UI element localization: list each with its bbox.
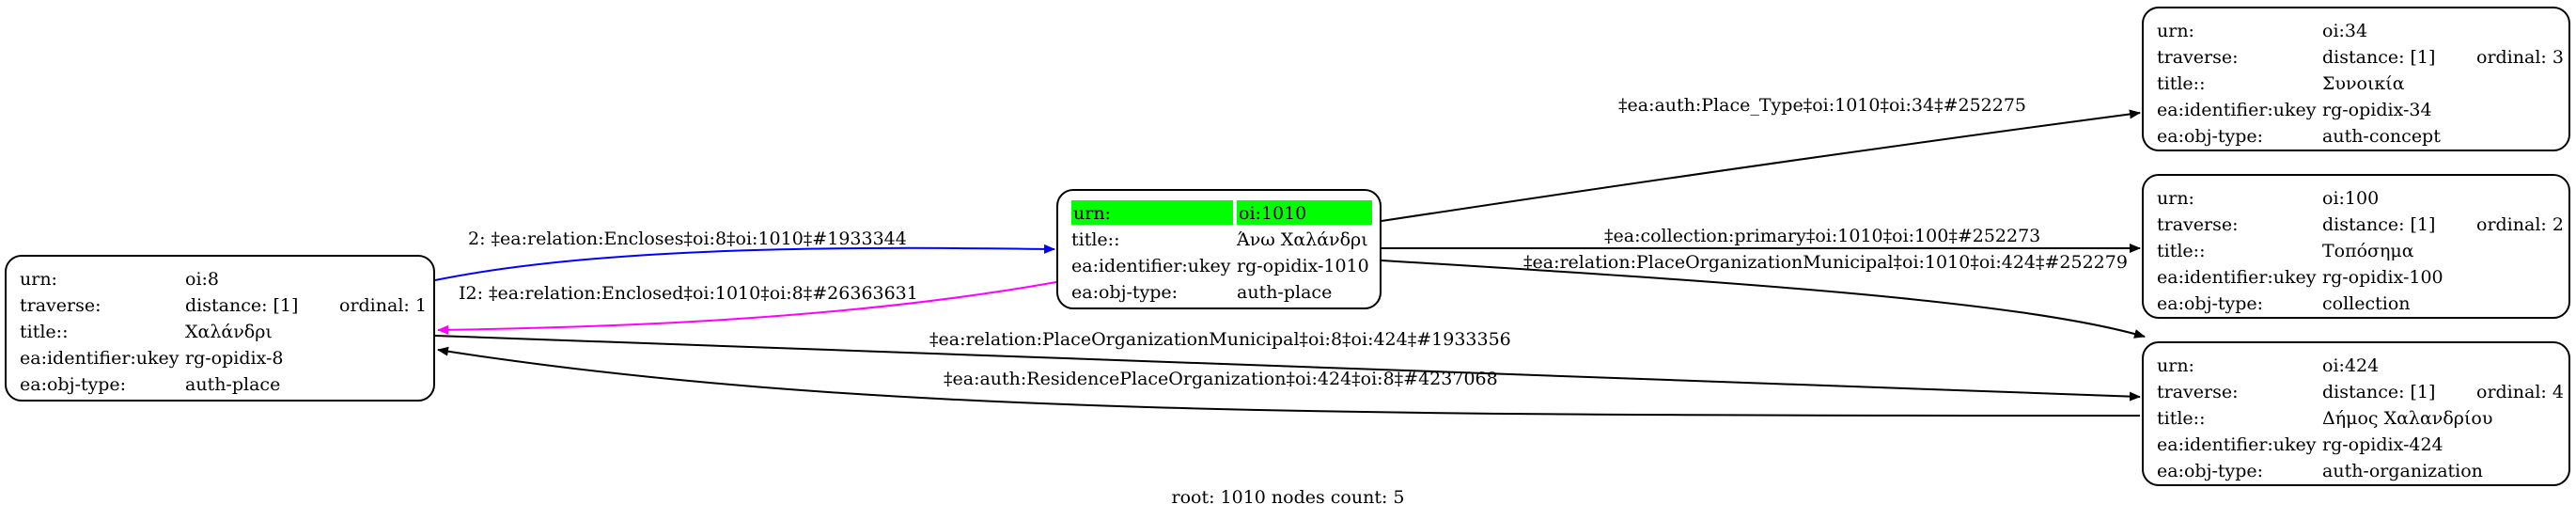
row-key: ea:identifier:ukey	[2157, 100, 2317, 120]
row-extra: ordinal: 4	[2476, 382, 2564, 402]
node-row-traverse: traverse: distance: [1] ordinal: 2	[2157, 212, 2564, 238]
node-row-urn: urn: oi:34	[2157, 18, 2557, 44]
node-row-obj-type: ea:obj-type: auth-organization	[2157, 458, 2557, 484]
row-key: urn:	[2157, 188, 2194, 209]
row-key: traverse:	[2157, 382, 2239, 402]
row-value: distance: [1]	[185, 295, 299, 316]
row-key: traverse:	[20, 295, 101, 316]
row-key: ea:identifier:ukey	[1071, 256, 1231, 276]
row-value: auth-organization	[2322, 461, 2483, 481]
row-key: title::	[2157, 73, 2206, 94]
row-value: Τοπόσημα	[2322, 241, 2414, 261]
edge-enclosed	[437, 281, 1057, 335]
edge-residence	[437, 346, 2141, 417]
row-key: urn:	[2157, 21, 2194, 41]
row-key: ea:obj-type:	[2157, 293, 2264, 314]
node-row-ukey: ea:identifier:ukey rg-opidix-1010	[1071, 253, 1369, 279]
row-key: ea:obj-type:	[20, 374, 127, 395]
row-value: distance: [1]	[2322, 382, 2436, 402]
row-key: ea:obj-type:	[2157, 461, 2264, 481]
graph-footer: root: 1010 nodes count: 5	[1171, 487, 1405, 508]
node-oi-34[interactable]: urn: oi:34 traverse: distance: [1] ordin…	[2142, 7, 2570, 151]
row-key: title::	[2157, 241, 2206, 261]
node-oi-1010[interactable]: urn: oi:1010 title:: Άνω Χαλάνδρι ea:ide…	[1056, 189, 1382, 309]
row-value: oi:100	[2322, 188, 2380, 209]
row-key: urn:	[2157, 355, 2194, 376]
row-value: oi:34	[2322, 21, 2368, 41]
edge-encloses	[434, 244, 1055, 281]
node-oi-424[interactable]: urn: oi:424 traverse: distance: [1] ordi…	[2142, 341, 2570, 486]
node-row-ukey: ea:identifier:ukey rg-opidix-34	[2157, 97, 2557, 123]
row-extra: ordinal: 1	[339, 295, 427, 316]
urn-key-highlight	[1071, 200, 1233, 225]
edge-label-place-type: ‡ea:auth:Place_Type‡oi:1010‡oi:34‡#25227…	[1618, 95, 2026, 116]
node-row-urn: urn: oi:8	[20, 266, 422, 292]
node-oi-100[interactable]: urn: oi:100 traverse: distance: [1] ordi…	[2142, 174, 2570, 319]
edge-label-place-org-1010: ‡ea:relation:PlaceOrganizationMunicipal‡…	[1523, 252, 2128, 273]
row-value: auth-place	[1237, 282, 1333, 303]
node-row-obj-type: ea:obj-type: auth-place	[20, 371, 422, 398]
row-key: title::	[20, 322, 69, 342]
row-key: ea:identifier:ukey	[2157, 434, 2317, 455]
row-key: title::	[1071, 229, 1120, 250]
row-extra: ordinal: 2	[2476, 214, 2564, 235]
row-value: Δήμος Χαλανδρίου	[2322, 408, 2493, 429]
row-key: ea:obj-type:	[1071, 282, 1179, 303]
row-value: rg-opidix-8	[185, 348, 284, 369]
row-key: ea:identifier:ukey	[2157, 267, 2317, 288]
row-value: oi:1010	[1239, 203, 1307, 224]
row-value: collection	[2322, 293, 2411, 314]
edge-label-encloses: 2: ‡ea:relation:Encloses‡oi:8‡oi:1010‡#1…	[468, 228, 907, 249]
node-row-ukey: ea:identifier:ukey rg-opidix-100	[2157, 264, 2557, 291]
node-row-traverse: traverse: distance: [1] ordinal: 1	[20, 292, 427, 319]
node-row-urn: urn: oi:424	[2157, 353, 2557, 379]
row-value: Συνοικία	[2322, 73, 2405, 94]
row-key: urn:	[1073, 203, 1111, 224]
row-value: Άνω Χαλάνδρι	[1237, 229, 1368, 250]
row-key: ea:obj-type:	[2157, 126, 2264, 147]
node-row-title: title:: Συνοικία	[2157, 71, 2557, 97]
row-value: rg-opidix-34	[2322, 100, 2432, 120]
row-value: auth-place	[185, 374, 281, 395]
row-value: oi:8	[185, 269, 220, 290]
node-row-ukey: ea:identifier:ukey rg-opidix-424	[2157, 432, 2557, 458]
edge-place-type	[1381, 109, 2141, 222]
edge-place-org-8	[434, 335, 2141, 402]
node-row-title: title:: Χαλάνδρι	[20, 319, 422, 345]
node-row-obj-type: ea:obj-type: collection	[2157, 291, 2557, 317]
row-value: distance: [1]	[2322, 47, 2436, 68]
row-key: ea:identifier:ukey	[20, 348, 180, 369]
row-value: Χαλάνδρι	[185, 322, 273, 342]
row-value: oi:424	[2322, 355, 2380, 376]
edge-label-residence: ‡ea:auth:ResidencePlaceOrganization‡oi:4…	[944, 369, 1498, 389]
row-value: rg-opidix-424	[2322, 434, 2443, 455]
row-key: title::	[2157, 408, 2206, 429]
row-value: distance: [1]	[2322, 214, 2436, 235]
row-value: rg-opidix-100	[2322, 267, 2443, 288]
row-extra: ordinal: 3	[2476, 47, 2564, 68]
node-row-title: title:: Άνω Χαλάνδρι	[1071, 227, 1368, 253]
node-oi-8[interactable]: urn: oi:8 traverse: distance: [1] ordina…	[5, 255, 435, 402]
node-row-obj-type: ea:obj-type: auth-concept	[2157, 123, 2557, 150]
urn-value-highlight	[1237, 200, 1372, 225]
edge-label-collection-primary: ‡ea:collection:primary‡oi:1010‡oi:100‡#2…	[1604, 226, 2040, 246]
node-row-urn: urn: oi:1010	[1071, 200, 1372, 227]
node-row-urn: urn: oi:100	[2157, 185, 2557, 212]
node-row-title: title:: Τοπόσημα	[2157, 238, 2557, 264]
row-value: rg-opidix-1010	[1237, 256, 1369, 276]
edge-place-org-1010	[1381, 260, 2146, 339]
edge-label-enclosed: I2: ‡ea:relation:Enclosed‡oi:1010‡oi:8‡#…	[459, 283, 918, 304]
row-value: auth-concept	[2322, 126, 2441, 147]
node-row-title: title:: Δήμος Χαλανδρίου	[2157, 405, 2557, 432]
node-row-traverse: traverse: distance: [1] ordinal: 4	[2157, 379, 2564, 405]
node-row-obj-type: ea:obj-type: auth-place	[1071, 279, 1368, 306]
row-key: urn:	[20, 269, 57, 290]
edge-label-place-org-8: ‡ea:relation:PlaceOrganizationMunicipal‡…	[929, 329, 1511, 350]
node-row-traverse: traverse: distance: [1] ordinal: 3	[2157, 44, 2564, 71]
row-key: traverse:	[2157, 214, 2239, 235]
node-row-ukey: ea:identifier:ukey rg-opidix-8	[20, 345, 422, 371]
row-key: traverse:	[2157, 47, 2239, 68]
